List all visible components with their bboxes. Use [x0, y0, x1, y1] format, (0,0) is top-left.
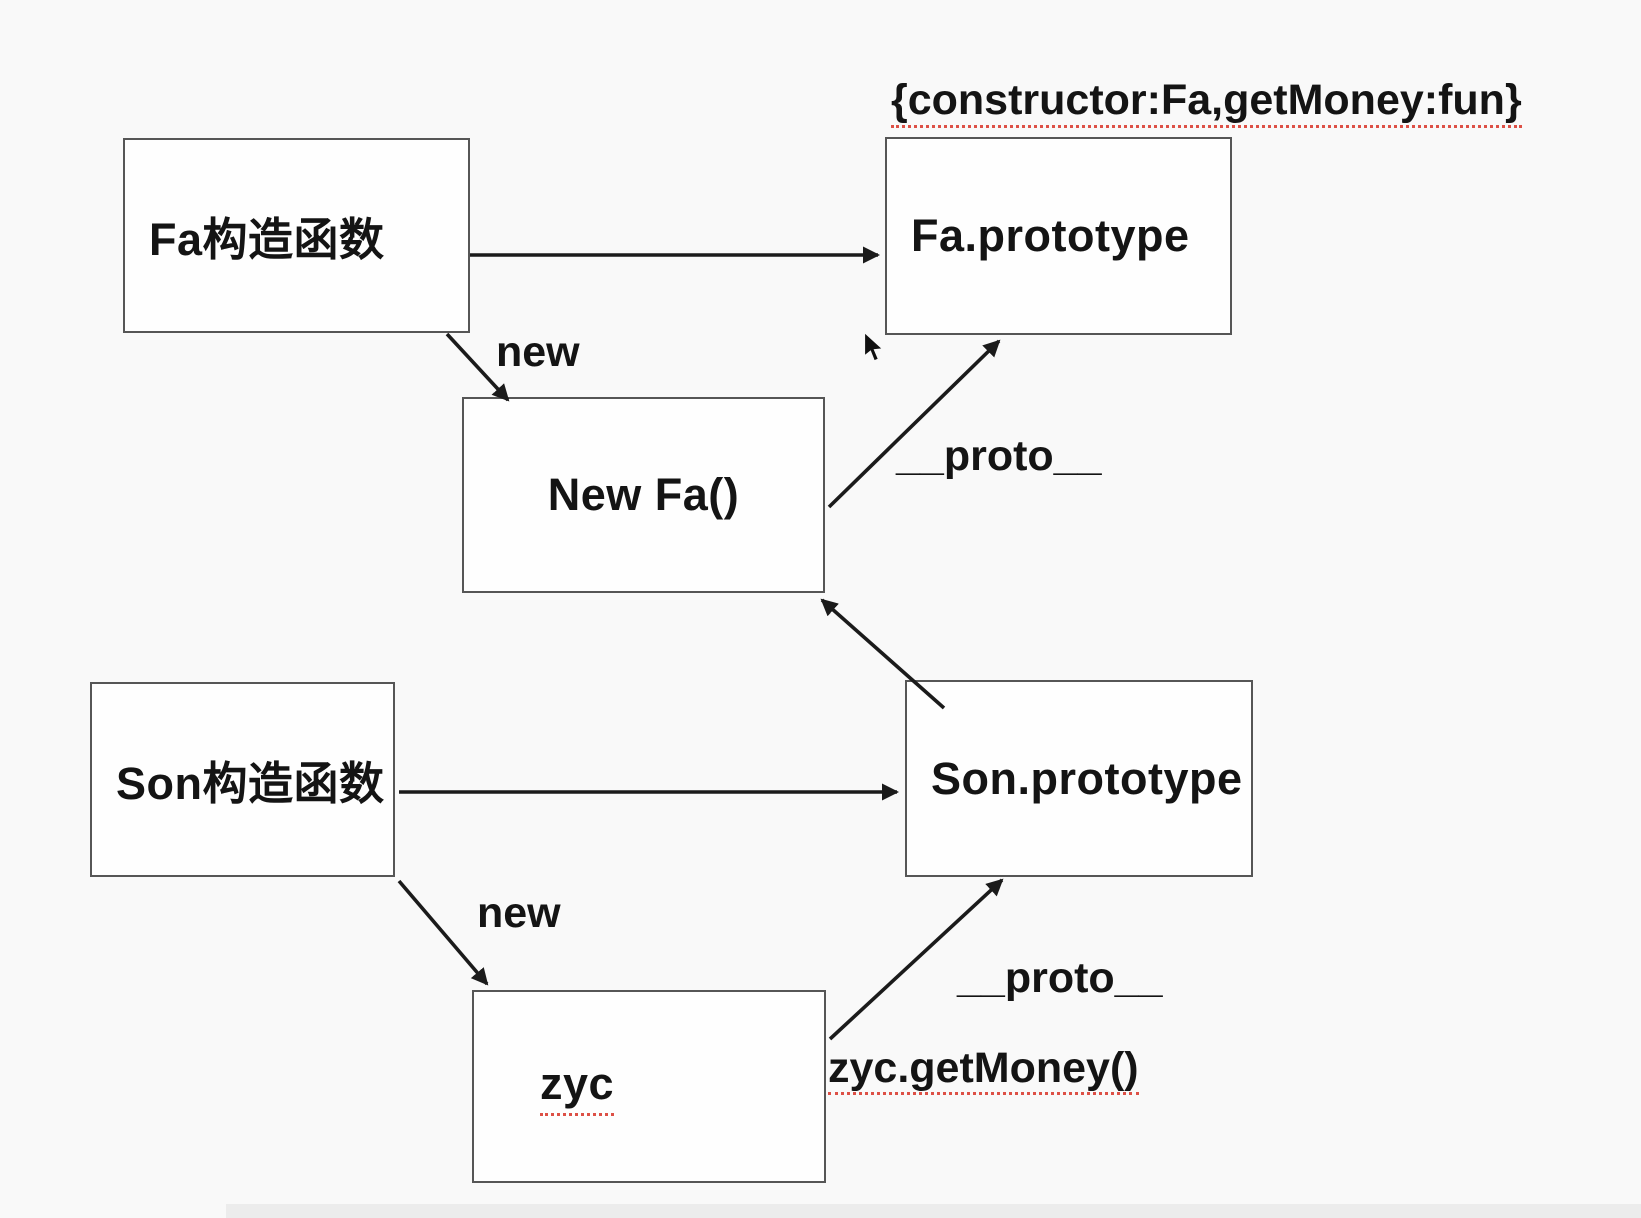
box-fa-prototype[interactable]: Fa.prototype — [885, 137, 1232, 335]
bottom-bar — [226, 1204, 1641, 1218]
edge-label-new-bottom: new — [477, 889, 561, 937]
edge-label-new-top: new — [496, 328, 580, 376]
box-zyc[interactable]: zyc — [472, 990, 826, 1183]
box-son-prototype-label: Son.prototype — [931, 752, 1243, 804]
box-fa-constructor[interactable]: Fa构造函数 — [123, 138, 470, 333]
box-son-prototype[interactable]: Son.prototype — [905, 680, 1253, 877]
box-fa-constructor-label: Fa构造函数 — [149, 214, 385, 265]
box-son-constructor[interactable]: Son构造函数 — [90, 682, 395, 877]
box-new-fa[interactable]: New Fa() — [462, 397, 825, 593]
box-fa-prototype-label: Fa.prototype — [911, 210, 1190, 261]
arrow-proto-new-fa-to-fa-prototype — [827, 339, 1001, 509]
mouse-cursor-icon — [863, 331, 885, 362]
box-zyc-label: zyc — [540, 1058, 615, 1116]
edge-label-proto-bottom: __proto__ — [957, 954, 1163, 1002]
arrow-new-son-constructor-to-zyc — [397, 879, 489, 986]
edge-label-proto-top: __proto__ — [896, 432, 1102, 480]
edge-label-zyc-getmoney-call: zyc.getMoney() — [828, 1045, 1139, 1096]
box-new-fa-label: New Fa() — [547, 469, 740, 520]
prototype-object-annotation: {constructor:Fa,getMoney:fun} — [891, 77, 1522, 129]
box-son-constructor-label: Son构造函数 — [116, 758, 385, 809]
